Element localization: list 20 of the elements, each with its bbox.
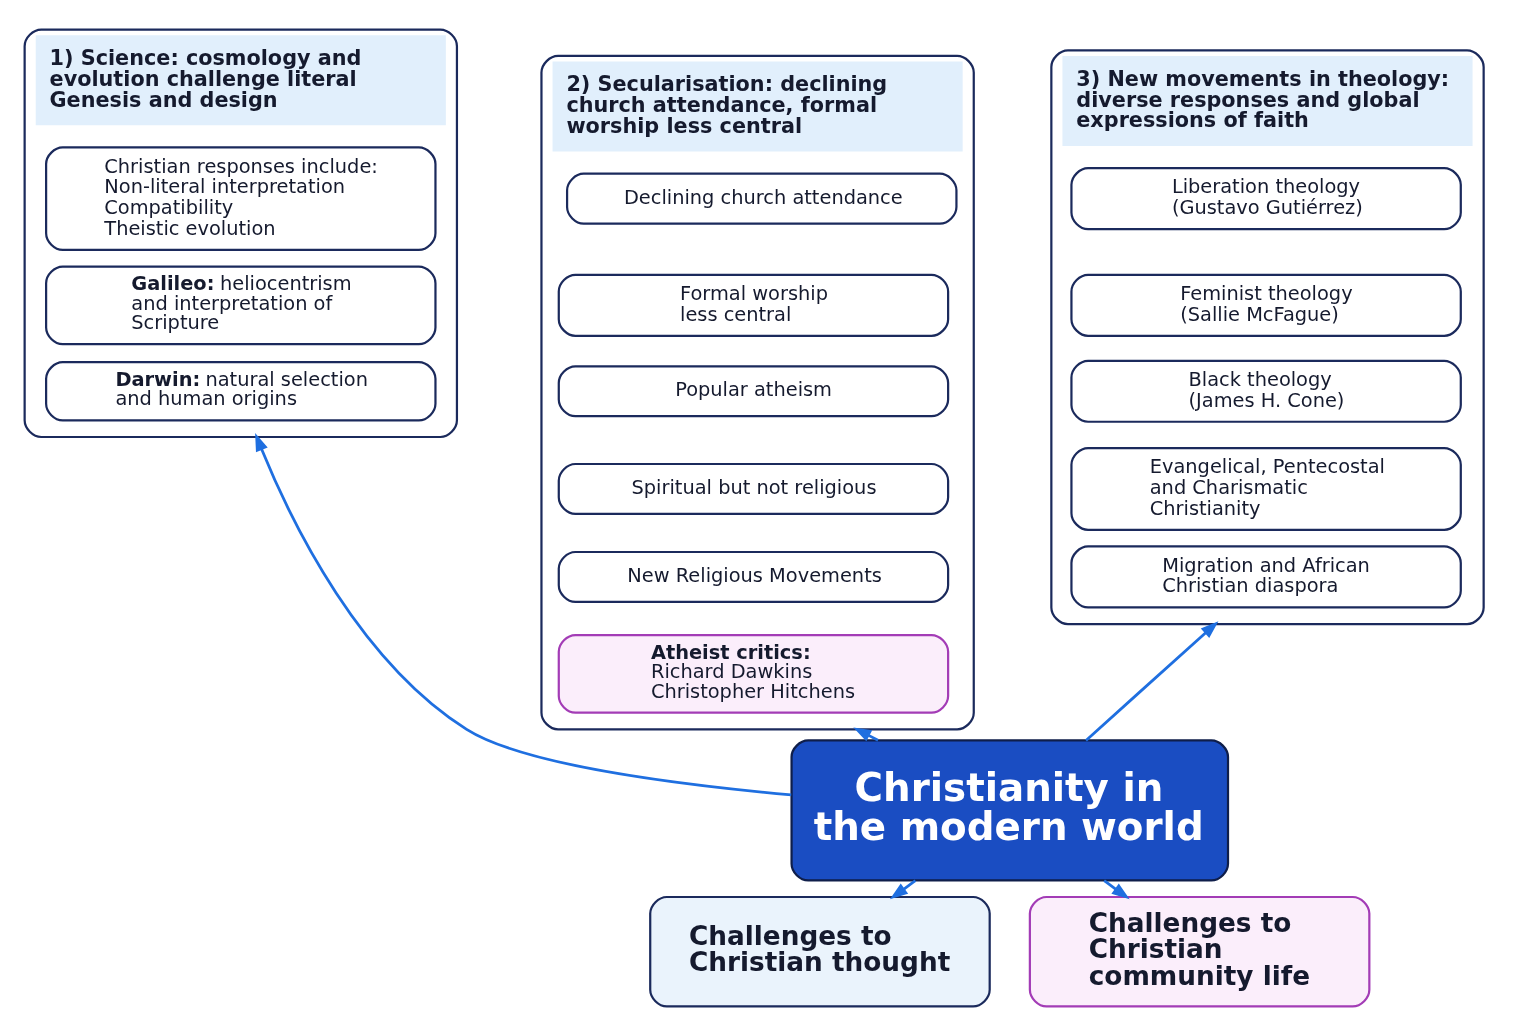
node-box: Popular atheism xyxy=(557,364,950,417)
arrow xyxy=(889,879,917,899)
node-box: Migration and African Christian diaspora xyxy=(1070,544,1462,608)
node-box: New Religious Movements xyxy=(557,550,950,603)
node-box: Spiritual but not religious xyxy=(557,462,950,515)
node-box: Atheist critics: Richard Dawkins Christopher Hitchens xyxy=(557,633,950,714)
arrow xyxy=(1085,620,1219,741)
node-box: Black theology (James H. Cone) xyxy=(1070,359,1462,423)
node-box: Evangelical, Pentecostal and Charismatic Christianity xyxy=(1070,446,1462,531)
node-box: Galileo: heliocentrism and interpretation of Scripture xyxy=(45,264,437,345)
arrow xyxy=(255,432,792,796)
node-box: Formal worship less central xyxy=(557,273,950,337)
node-box: Challenges to Christian community life xyxy=(1028,895,1371,1008)
node-box: Feminist theology (Sallie McFague) xyxy=(1070,273,1462,337)
node-box: Challenges to Christian thought xyxy=(649,895,991,1008)
node-box: Liberation theology (Gustavo Gutiérrez) xyxy=(1070,166,1462,230)
node-box: Christianity in the modern world xyxy=(790,738,1230,881)
node-box: Christian responses include: Non-literal interpretation Compatibility Theistic evolution xyxy=(45,145,437,251)
node-box: Declining church attendance xyxy=(566,172,958,225)
node-box: Darwin: natural selection and human origins xyxy=(45,360,437,421)
